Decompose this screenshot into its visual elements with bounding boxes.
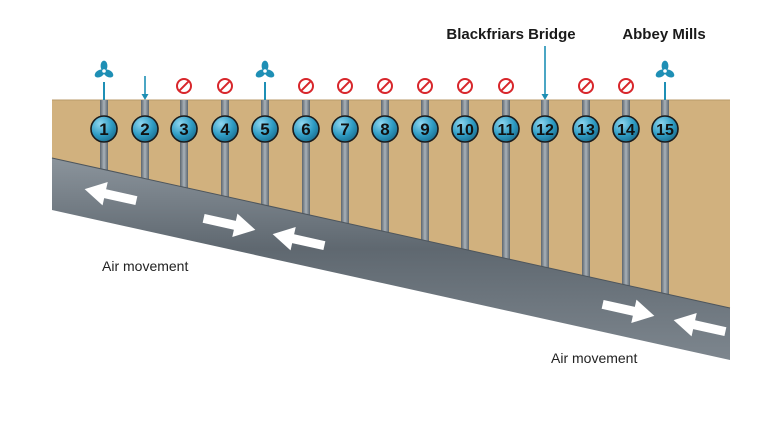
shaft-number: 2 bbox=[140, 120, 149, 139]
shaft-number: 3 bbox=[179, 120, 188, 139]
shaft-badge: 9 bbox=[411, 115, 439, 143]
no-entry-icon bbox=[498, 78, 514, 94]
no-entry-icon bbox=[337, 78, 353, 94]
shaft-badge: 12 bbox=[531, 115, 559, 143]
shaft-badge: 15 bbox=[651, 115, 679, 143]
shaft-pipe bbox=[341, 100, 349, 227]
shafts-group bbox=[100, 100, 669, 298]
shaft-pipe bbox=[261, 100, 269, 210]
label-abbey-mills: Abbey Mills bbox=[622, 26, 705, 43]
symbols-group bbox=[94, 46, 675, 100]
shaft-badge: 8 bbox=[371, 115, 399, 143]
shaft-number: 12 bbox=[536, 122, 554, 139]
air-flow-arrow bbox=[601, 299, 655, 324]
shaft-pipe bbox=[541, 100, 549, 272]
no-entry-icon bbox=[298, 78, 314, 94]
shaft-pipe bbox=[661, 100, 669, 298]
air-flow-arrow bbox=[272, 226, 326, 251]
shaft-number: 8 bbox=[380, 120, 389, 139]
shaft-pipe bbox=[381, 100, 389, 236]
air-flow-arrow bbox=[202, 213, 256, 238]
shaft-badge: 10 bbox=[451, 115, 479, 143]
fan-icon bbox=[255, 60, 275, 78]
shaft-badge: 5 bbox=[251, 115, 279, 143]
shaft-number: 9 bbox=[420, 120, 429, 139]
shaft-number: 1 bbox=[99, 120, 108, 139]
shaft-number: 6 bbox=[301, 120, 310, 139]
air-arrows-group bbox=[84, 181, 727, 337]
no-entry-icon bbox=[618, 78, 634, 94]
shaft-pipe bbox=[582, 100, 590, 281]
down-arrow-icon bbox=[141, 76, 149, 100]
fan-icon bbox=[655, 60, 675, 78]
shaft-badge: 1 bbox=[90, 115, 118, 143]
shaft-badge: 4 bbox=[211, 115, 239, 143]
shaft-badge: 14 bbox=[612, 115, 640, 143]
no-entry-icon bbox=[578, 78, 594, 94]
no-entry-icon bbox=[417, 78, 433, 94]
shaft-pipe bbox=[302, 100, 310, 219]
shaft-number: 4 bbox=[220, 120, 230, 139]
down-arrow-icon bbox=[541, 46, 549, 100]
tunnel bbox=[52, 158, 730, 360]
shaft-number: 15 bbox=[656, 122, 674, 139]
shaft-badge: 6 bbox=[292, 115, 320, 143]
shaft-pipe bbox=[461, 100, 469, 254]
air-flow-arrow bbox=[673, 312, 727, 337]
shaft-pipe bbox=[221, 100, 229, 201]
label-blackfriars-bridge: Blackfriars Bridge bbox=[446, 26, 575, 43]
label-air-movement-left: Air movement bbox=[102, 258, 188, 274]
shaft-number: 10 bbox=[456, 122, 474, 139]
shaft-badge: 3 bbox=[170, 115, 198, 143]
label-air-movement-right: Air movement bbox=[551, 350, 637, 366]
shaft-number: 5 bbox=[260, 120, 269, 139]
no-entry-icon bbox=[377, 78, 393, 94]
shaft-pipe bbox=[421, 100, 429, 245]
no-entry-icon bbox=[457, 78, 473, 94]
no-entry-icon bbox=[217, 78, 233, 94]
shaft-number: 11 bbox=[498, 122, 515, 139]
shaft-pipe bbox=[502, 100, 510, 263]
shaft-pipe bbox=[622, 100, 630, 289]
shaft-number: 7 bbox=[340, 120, 349, 139]
shaft-pipe bbox=[180, 100, 188, 192]
no-entry-icon bbox=[176, 78, 192, 94]
tunnel-top-edge bbox=[51, 157, 731, 309]
shaft-badge: 2 bbox=[131, 115, 159, 143]
shaft-number: 14 bbox=[617, 122, 635, 139]
shaft-number: 13 bbox=[577, 122, 595, 139]
shaft-badge: 7 bbox=[331, 115, 359, 143]
air-flow-arrow bbox=[84, 181, 138, 206]
shaft-badge: 13 bbox=[572, 115, 600, 143]
fan-icon bbox=[94, 60, 114, 78]
shaft-badge: 11 bbox=[492, 115, 520, 143]
